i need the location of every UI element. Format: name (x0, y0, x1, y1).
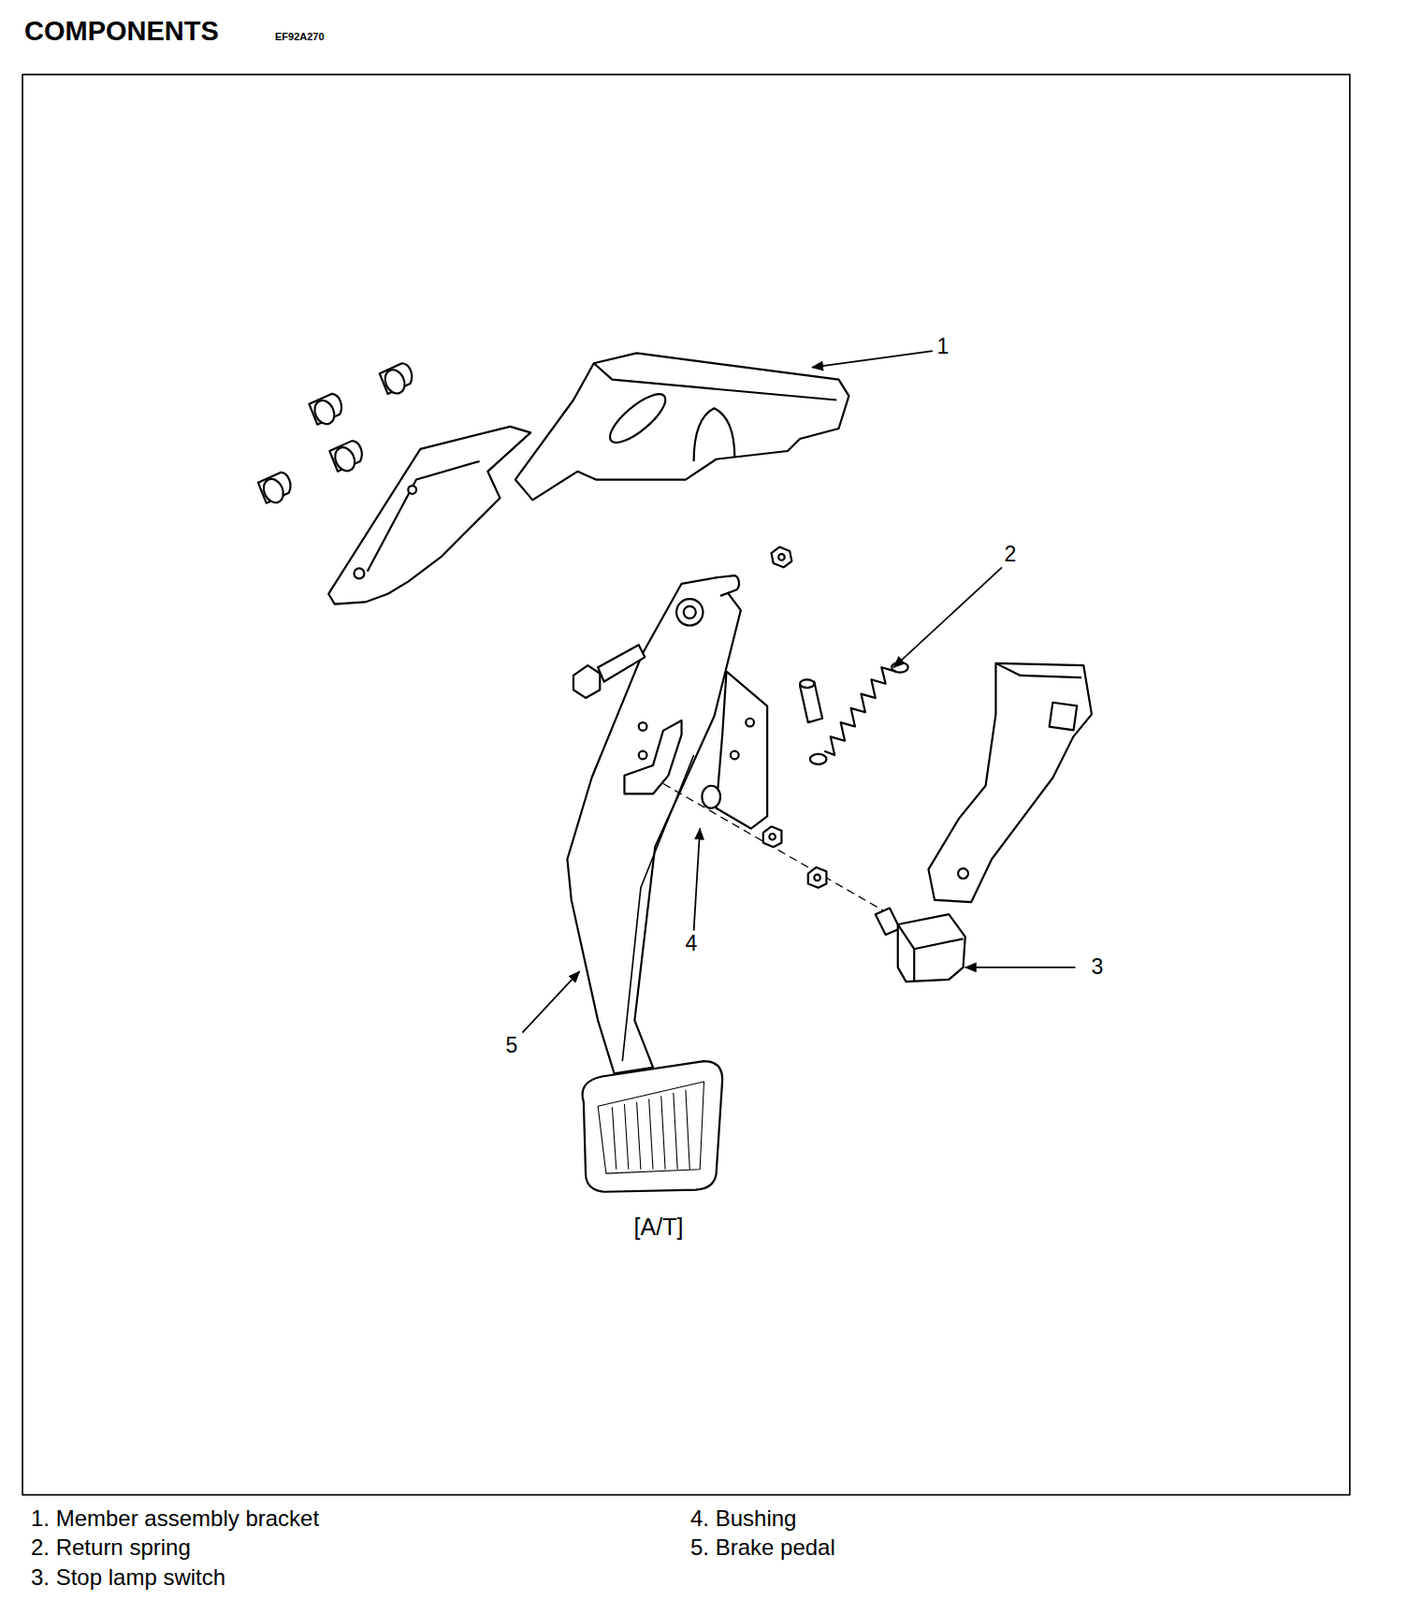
part-list-item: 5. Brake pedal (690, 1535, 836, 1560)
part-list-item: 4. Bushing (690, 1506, 797, 1531)
callout-number: 3 (1091, 955, 1104, 979)
part-list-item: 1. Member assembly bracket (30, 1506, 320, 1531)
side-bracket (328, 426, 531, 605)
nut (808, 867, 827, 888)
bolt (573, 644, 645, 698)
part-list-item: 2. Return spring (30, 1535, 191, 1560)
nut (771, 547, 793, 568)
page-title: COMPONENTS (24, 16, 219, 47)
callout-number: 1 (937, 334, 950, 359)
stop-lamp-switch (875, 908, 966, 983)
frame (22, 74, 1350, 1495)
brake-pedal (566, 577, 740, 1074)
member-bracket (515, 352, 850, 500)
callout-number: 2 (1004, 542, 1017, 566)
doc-code: EF92A270 (275, 30, 325, 43)
bushing (701, 785, 721, 809)
nut (763, 826, 783, 847)
callout-number: 5 (506, 1033, 519, 1058)
collars (258, 362, 412, 506)
leader-lines (522, 350, 1075, 1032)
return-spring (810, 662, 909, 765)
pedal-bracket (928, 663, 1091, 902)
part-list-item: 3. Stop lamp switch (30, 1565, 226, 1590)
switch-plate (716, 671, 769, 829)
callout-number: 4 (685, 931, 698, 956)
pedal-pad (582, 1060, 724, 1192)
variant-label: [A/T] (634, 1214, 684, 1241)
